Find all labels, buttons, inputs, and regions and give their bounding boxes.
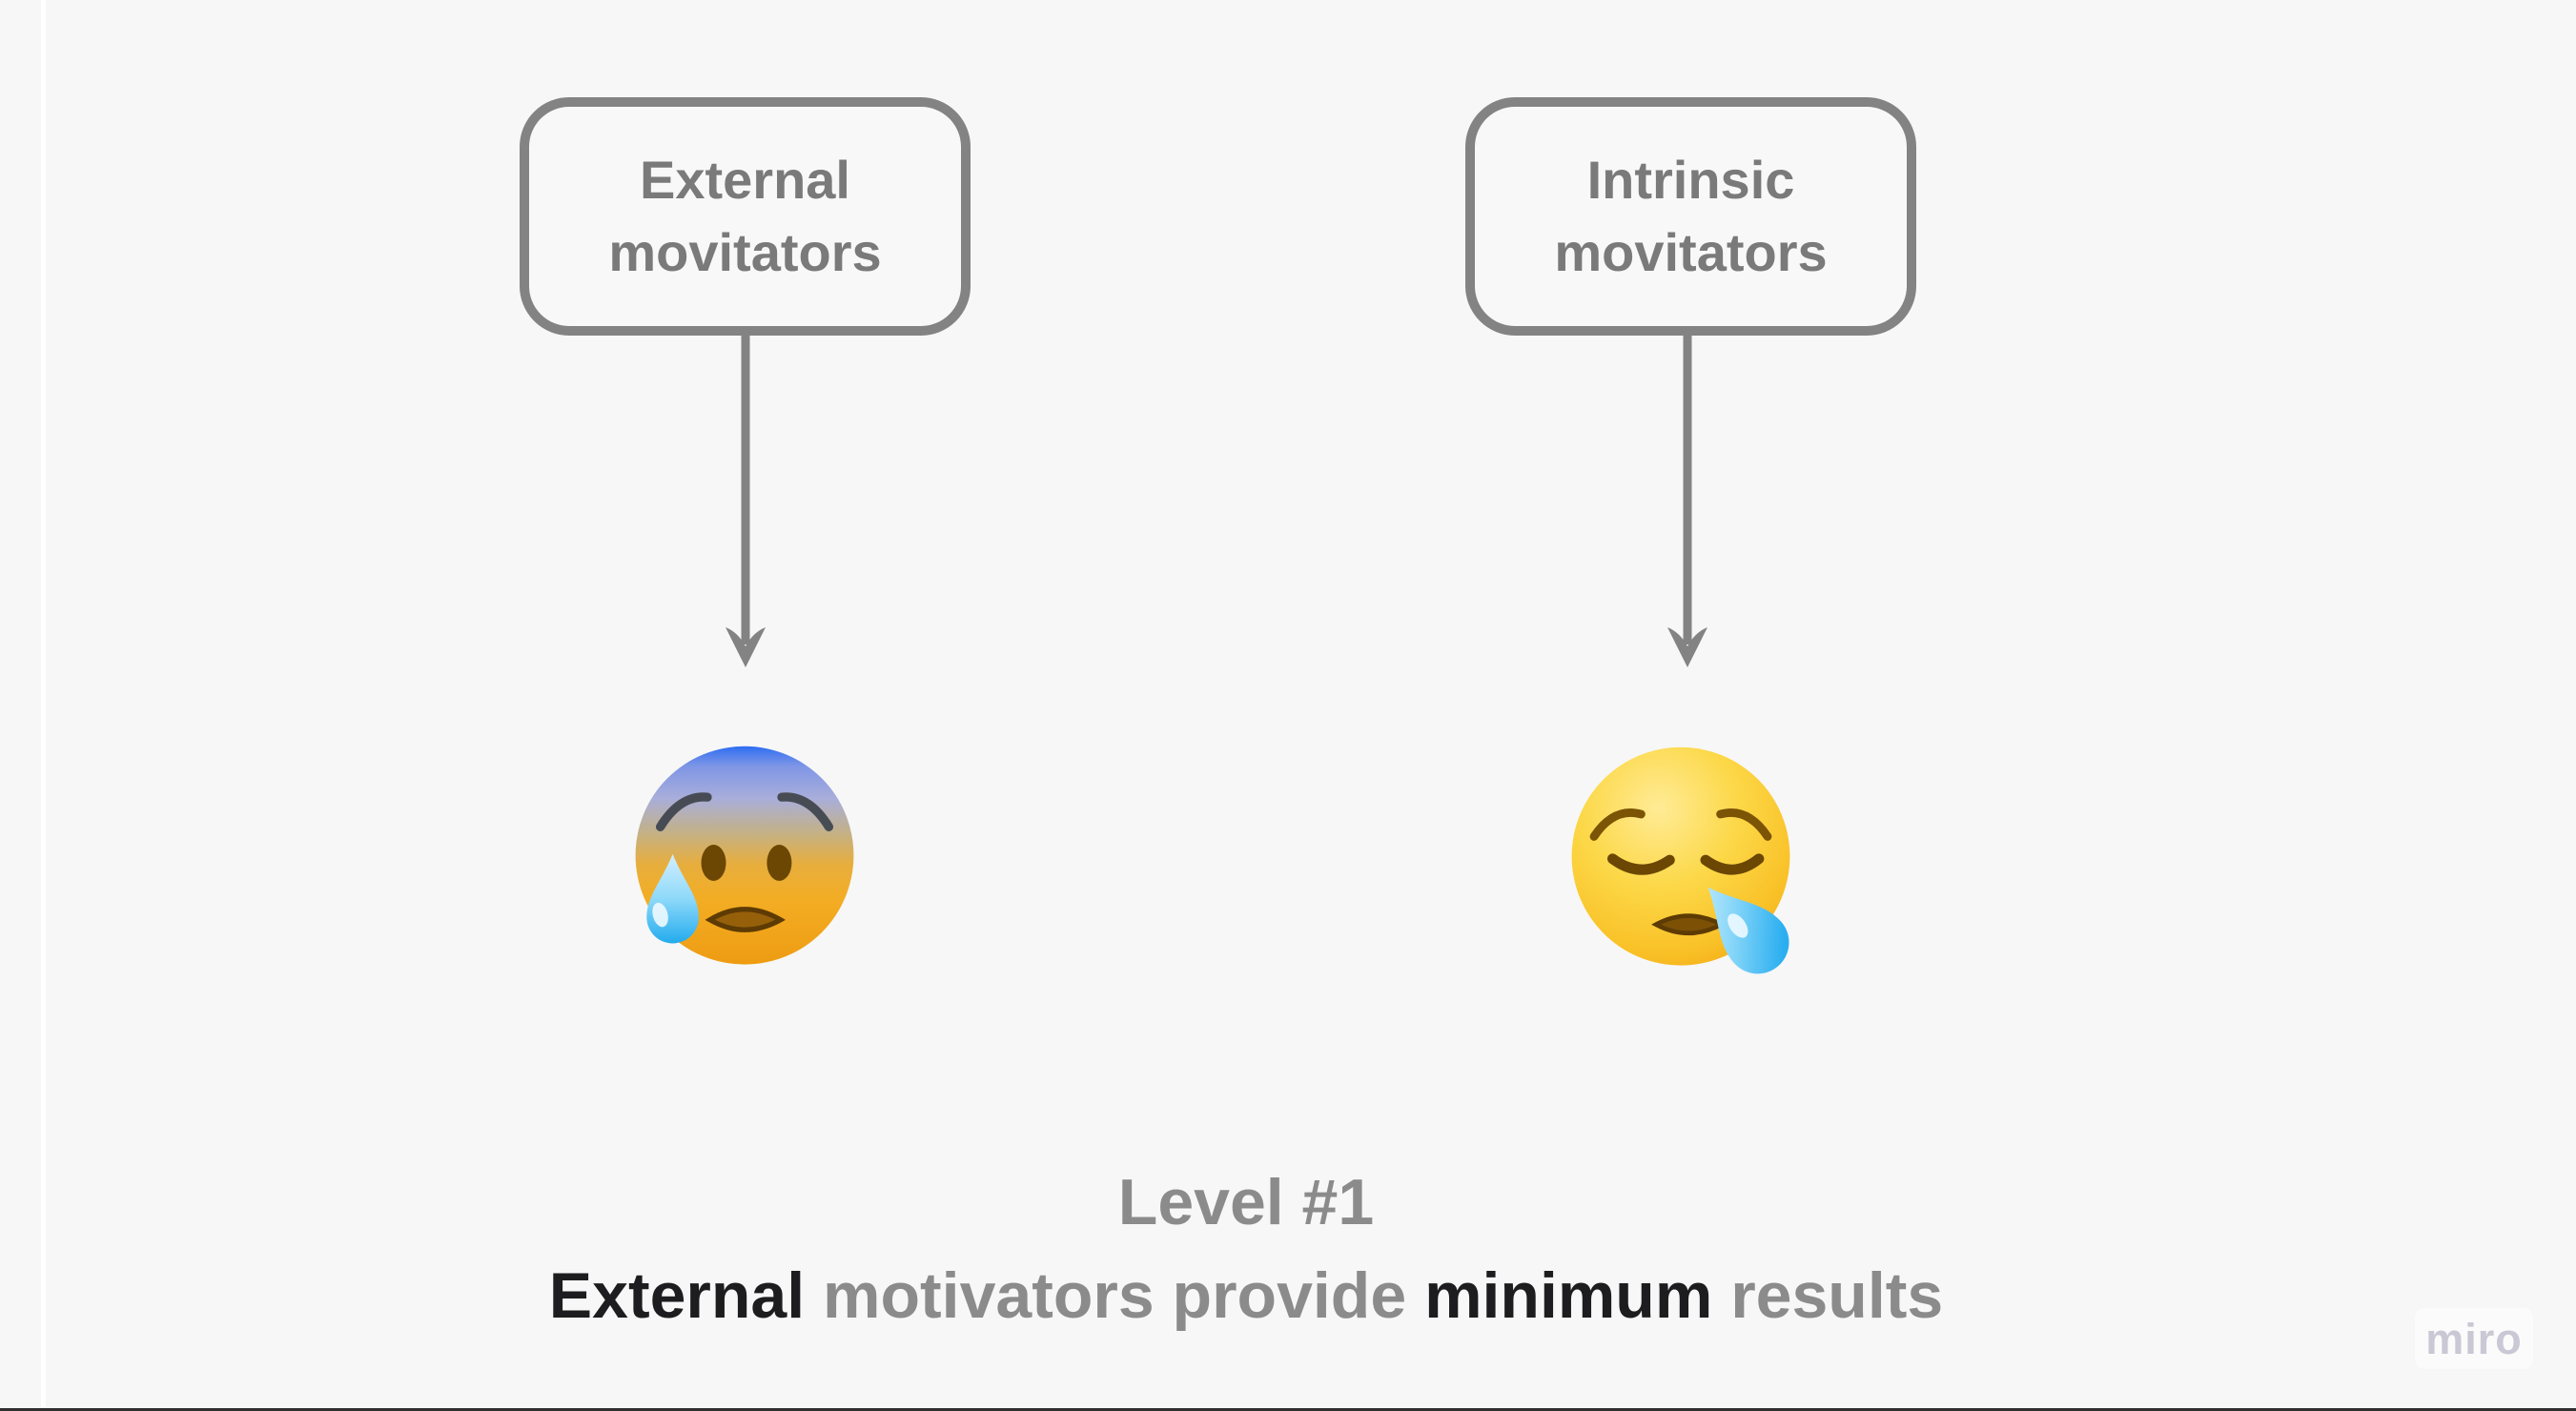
- emoji-snot-bubble: [1707, 887, 1789, 974]
- emoji-eye: [701, 845, 726, 881]
- shape-intrinsic-motivators[interactable]: Intrinsic movitators: [1465, 97, 1916, 336]
- shape-label-line: External: [639, 150, 850, 210]
- anxious-face-with-sweat-emoji[interactable]: [621, 726, 869, 974]
- shape-external-motivators[interactable]: External movitators: [520, 97, 971, 336]
- emoji-eyebrow: [655, 792, 712, 831]
- caption-words-muted: motivators provide: [823, 1259, 1425, 1332]
- emoji-mouth: [705, 907, 786, 932]
- emoji-eyebrow: [1589, 808, 1646, 841]
- frame-bottom-edge: [0, 1408, 2576, 1411]
- shape-label: Intrinsic movitators: [1554, 144, 1827, 289]
- shape-label: External movitators: [608, 144, 881, 289]
- caption-level-label: Level #1: [1117, 1166, 1375, 1238]
- caption-word-external: External: [548, 1259, 824, 1332]
- caption-word-results: results: [1730, 1259, 1944, 1332]
- frame-edge-line: [41, 0, 46, 1411]
- miro-logo-text: miro: [2425, 1314, 2523, 1363]
- emoji-snot-highlight: [1728, 913, 1748, 938]
- emoji-closed-eye: [1700, 853, 1765, 875]
- caption-text[interactable]: Level #1 External motivators provide min…: [0, 1155, 2492, 1342]
- arrowhead-icon: [726, 627, 766, 667]
- miro-watermark[interactable]: miro: [2415, 1308, 2533, 1369]
- shape-label-line: movitators: [608, 222, 882, 282]
- sleepy-face-emoji[interactable]: [1557, 727, 1805, 975]
- shape-label-line: Intrinsic: [1586, 150, 1795, 210]
- emoji-eye: [767, 845, 792, 881]
- emoji-mouth: [1651, 913, 1727, 936]
- emoji-sweat-highlight: [652, 902, 668, 928]
- emoji-eyebrow: [1716, 808, 1772, 841]
- arrowhead-icon: [1667, 627, 1707, 667]
- caption-word-minimum: minimum: [1424, 1259, 1731, 1332]
- connector-arrow-down-right[interactable]: [1657, 336, 1718, 669]
- caption-sentence: External motivators provide minimum resu…: [0, 1249, 2492, 1342]
- emoji-closed-eye: [1607, 853, 1675, 875]
- connector-arrow-down-left[interactable]: [715, 336, 776, 669]
- emoji-eyebrow: [777, 792, 834, 831]
- shape-label-line: movitators: [1554, 222, 1828, 282]
